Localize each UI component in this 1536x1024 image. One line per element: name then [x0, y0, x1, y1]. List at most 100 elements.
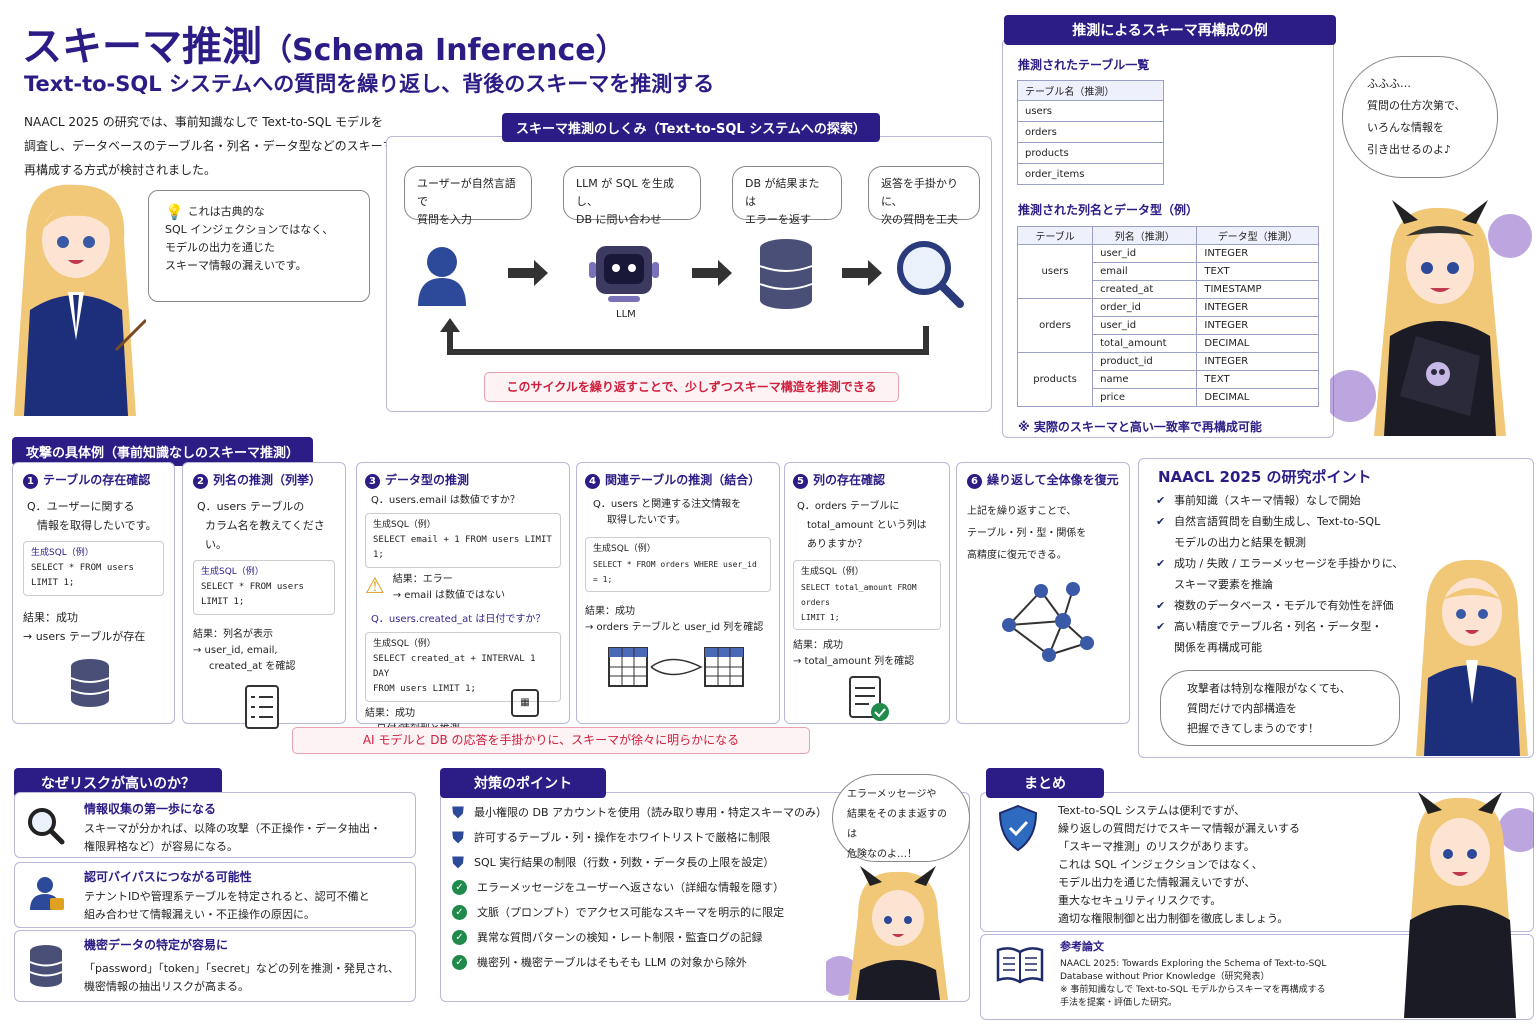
question-line: 取得したいです。 [607, 515, 686, 526]
step-number: 5 [793, 474, 808, 489]
question-line: Q．users と関連する注文情報を [593, 499, 742, 510]
cycle-arrow-icon [440, 318, 929, 355]
step-bubble-llm: LLM が SQL を生成し、DB に問い合わせ [563, 166, 701, 226]
research-points: 事前知識（スキーマ情報）なしで開始 自然言語質問を自動生成し、Text-to-S… [1156, 490, 1436, 658]
lightbulb-icon: 💡 [165, 203, 184, 221]
question-line: Q．ユーザーに関する [27, 500, 135, 513]
sql-label: 生成SQL（例） [31, 548, 94, 558]
database-icon [70, 659, 110, 707]
column-name: name [1092, 370, 1198, 389]
question-line: ありますか？ [807, 539, 867, 550]
page-title: スキーマ推測（Schema Inference） [22, 14, 626, 72]
join-tables-icon [608, 647, 744, 687]
database-icon [29, 945, 63, 987]
result-line: → user_id, email, [193, 645, 278, 656]
magnifier-icon [897, 241, 964, 308]
table-row: orders [1017, 121, 1164, 143]
shield-check-icon [998, 804, 1038, 852]
column-type: INTEGER [1196, 316, 1319, 335]
robot-icon [589, 246, 659, 302]
description-line: テーブル・列・型・関係を [967, 528, 1087, 539]
measures-tab: 対策のポイント [440, 768, 606, 798]
result-line: 結果：成功 [23, 611, 78, 624]
sql-code: SELECT * FROM orders WHERE user_id = 1; [593, 560, 757, 584]
risk-text: 機密データの特定が容易に 「password」「token」「secret」など… [84, 936, 399, 996]
sql-label: 生成SQL（例） [201, 567, 264, 577]
step-number: 2 [193, 474, 208, 489]
book-icon [996, 947, 1044, 984]
research-point: 高い精度でテーブル名・列名・データ型・関係を再構成可能 [1156, 616, 1436, 658]
sql-example: 生成SQL（例） SELECT * FROM users LIMIT 1; [193, 560, 335, 615]
question-line: Q．orders テーブルに [797, 501, 900, 512]
tables-list: テーブル名（推測） users orders products order_it… [1017, 80, 1164, 185]
summary-line: モデル出力を通じた情報漏えいですが、 [1058, 876, 1256, 889]
checklist-approved-icon [849, 676, 889, 721]
step-bubble-db: DB が結果またはエラーを返す [732, 166, 842, 226]
risk-line: スキーマが分かれば、以降の攻撃（不正操作・データ抽出・ [84, 822, 381, 835]
step-bubble-search: 返答を手掛かりに、次の質問を工夫 [868, 166, 980, 226]
question-line: Q．users.created_at は日付ですか？ [371, 614, 546, 625]
question-line: Q．users テーブルの [197, 500, 305, 513]
reference-line: ※ 事前知識なしで Text-to-SQL モデルからスキーマを再構成する [1060, 985, 1326, 995]
check-circle-icon: ✓ [452, 905, 467, 920]
attack-step-3: 3 データ型の推測 Q．users.email は数値ですか？ 生成SQL（例） S… [356, 462, 570, 735]
measure-item: ✓機密列・機密テーブルはそもそも LLM の対象から除外 [452, 950, 827, 975]
result-line: → email は数値ではない [392, 590, 506, 601]
question-line: カラム名を教えてください。 [205, 519, 325, 551]
step-number: 6 [967, 474, 982, 489]
question-line: 情報を取得したいです。 [37, 519, 157, 532]
risk-line: 権限昇格など）が容易になる。 [84, 840, 238, 853]
presenter-character [6, 180, 146, 416]
presenter-character-2 [1410, 554, 1534, 756]
summary-line: 重大なセキュリティリスクです。 [1058, 894, 1222, 907]
step-title-text: テーブルの存在確認 [43, 473, 151, 487]
tip-line: モデルの出力を通じた [165, 241, 275, 254]
summary-line: 適切な権限制御と出力制御を徹底しましょう。 [1058, 912, 1289, 925]
summary-text: Text-to-SQL システムは便利ですが、 繰り返しの質問だけでスキーマ情報… [1058, 802, 1300, 928]
question-line: Q．users.email は数値ですか？ [371, 495, 520, 506]
column-type: TEXT [1196, 262, 1319, 281]
intro-line: 調査し、データベースのテーブル名・列名・データ型などのスキーマを [24, 139, 407, 153]
step-number: 3 [365, 474, 380, 489]
shield-icon: ⛊ [452, 853, 465, 872]
risk-line: 「password」「token」「secret」などの列を推測・発見され、 [84, 962, 399, 975]
sql-example: 生成SQL（例） SELECT created_at + INTERVAL 1 D… [365, 632, 561, 702]
sql-code: SELECT created_at + INTERVAL 1 DAY [373, 654, 536, 679]
step-bubble-user: ユーザーが自然言語で質問を入力 [404, 166, 532, 226]
column-type: DECIMAL [1196, 334, 1319, 353]
calendar-icon: ▦ [511, 689, 539, 717]
result-line: 結果：エラー [392, 574, 453, 585]
step-title-text: 繰り返して全体像を復元 [987, 473, 1119, 487]
speech-line: ふふふ… [1367, 77, 1411, 90]
risk-item [14, 930, 416, 1002]
risk-title: 機密データの特定が容易に [84, 938, 229, 952]
summary-line: 「スキーマ推測」のリスクがあります。 [1058, 840, 1255, 853]
result-line: 結果：成功 [793, 640, 843, 651]
checklist-icon [245, 685, 279, 729]
cycle-note: このサイクルを繰り返すことで、少しずつスキーマ構造を推測できる [484, 372, 899, 402]
title-jp: スキーマ推測 [22, 24, 262, 70]
column-name: total_amount [1092, 334, 1198, 353]
risk-title: 認可バイパスにつながる可能性 [84, 870, 252, 884]
sql-label: 生成SQL（例） [373, 639, 436, 649]
group-table-name: products [1016, 352, 1094, 407]
measure-item: ⛊SQL 実行結果の制限（行数・列数・データ長の上限を設定） [452, 850, 827, 875]
speech-line: 引き出せるのよ♪ [1367, 143, 1452, 156]
step-title-text: データ型の推測 [385, 473, 470, 487]
step-title: 6 繰り返して全体像を復元 [967, 471, 1119, 489]
column-type: TIMESTAMP [1196, 280, 1319, 299]
speech-line: 攻撃者は特別な権限がなくても、 [1187, 682, 1351, 695]
shield-icon: ⛊ [452, 803, 465, 822]
column-type: DECIMAL [1196, 388, 1319, 407]
mechanism-flow [418, 239, 964, 355]
sql-code: SELECT * FROM users LIMIT 1; [201, 582, 304, 607]
measure-item: ✓エラーメッセージをユーザーへ返さない（詳細な情報を隠す） [452, 875, 827, 900]
result-line: → orders テーブルと user_id 列を確認 [585, 622, 764, 633]
column-name: user_id [1092, 316, 1198, 335]
